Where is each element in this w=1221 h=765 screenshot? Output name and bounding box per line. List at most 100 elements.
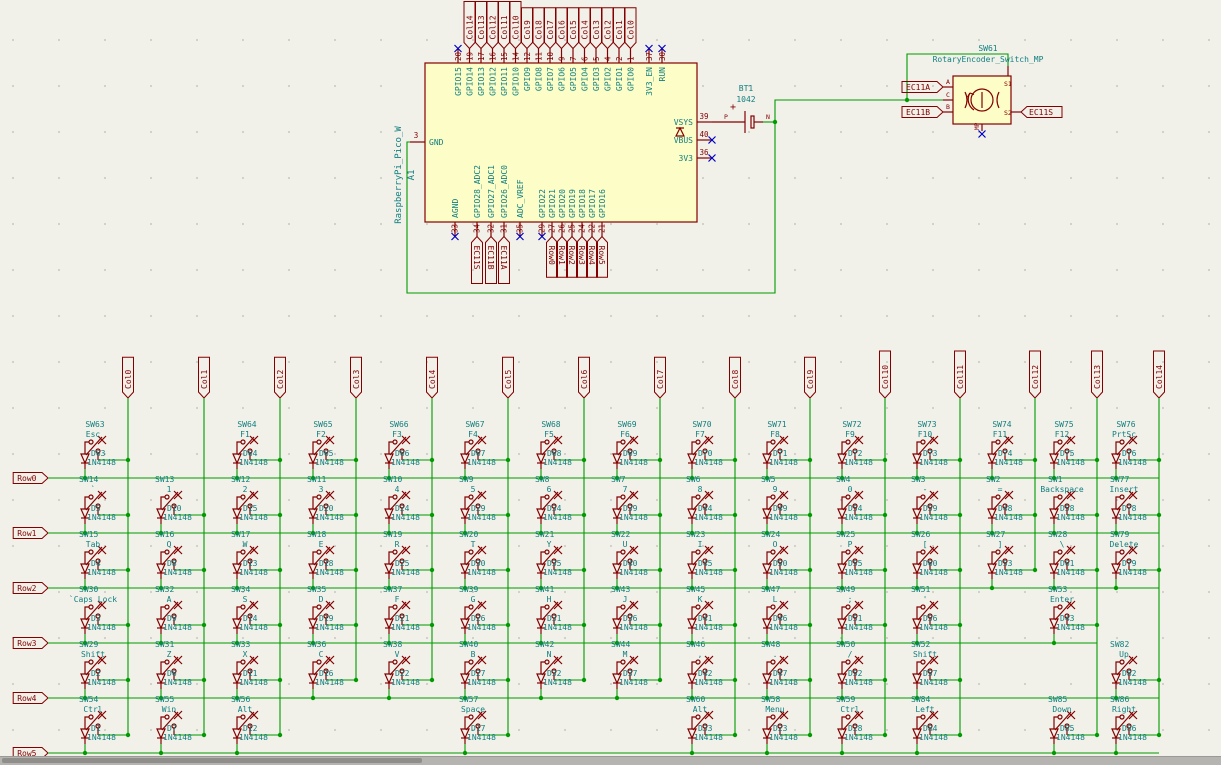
column-net-col11[interactable]: Col11 <box>954 350 966 735</box>
horizontal-scrollbar[interactable] <box>0 756 1221 765</box>
horizontal-scrollbar-thumb[interactable] <box>2 758 422 763</box>
column-net-col7[interactable]: Col7 <box>654 356 666 680</box>
row-net-row1[interactable]: Row1 <box>12 527 1159 539</box>
row-net-row2[interactable]: Row2 <box>12 582 1159 594</box>
column-net-col13[interactable]: Col13 <box>1091 350 1103 735</box>
column-net-col4[interactable]: Col4 <box>426 356 438 680</box>
column-net-col12[interactable]: Col12 <box>1029 350 1041 570</box>
row-net-row3[interactable]: Row3 <box>12 637 1097 649</box>
column-net-col14[interactable]: Col14 <box>1153 350 1165 735</box>
component-rotary-encoder[interactable]: SW61RotaryEncoder_Switch_MPACBS1S2MPEC11… <box>901 44 1063 138</box>
column-net-col10[interactable]: Col10 <box>879 350 891 735</box>
column-net-col3[interactable]: Col3 <box>350 356 362 680</box>
row-net-row0[interactable]: Row0 <box>12 472 1159 484</box>
gnd-net-wire[interactable] <box>406 53 1009 294</box>
row-net-row4[interactable]: Row4 <box>12 692 1159 704</box>
column-net-col6[interactable]: Col6 <box>578 356 590 680</box>
